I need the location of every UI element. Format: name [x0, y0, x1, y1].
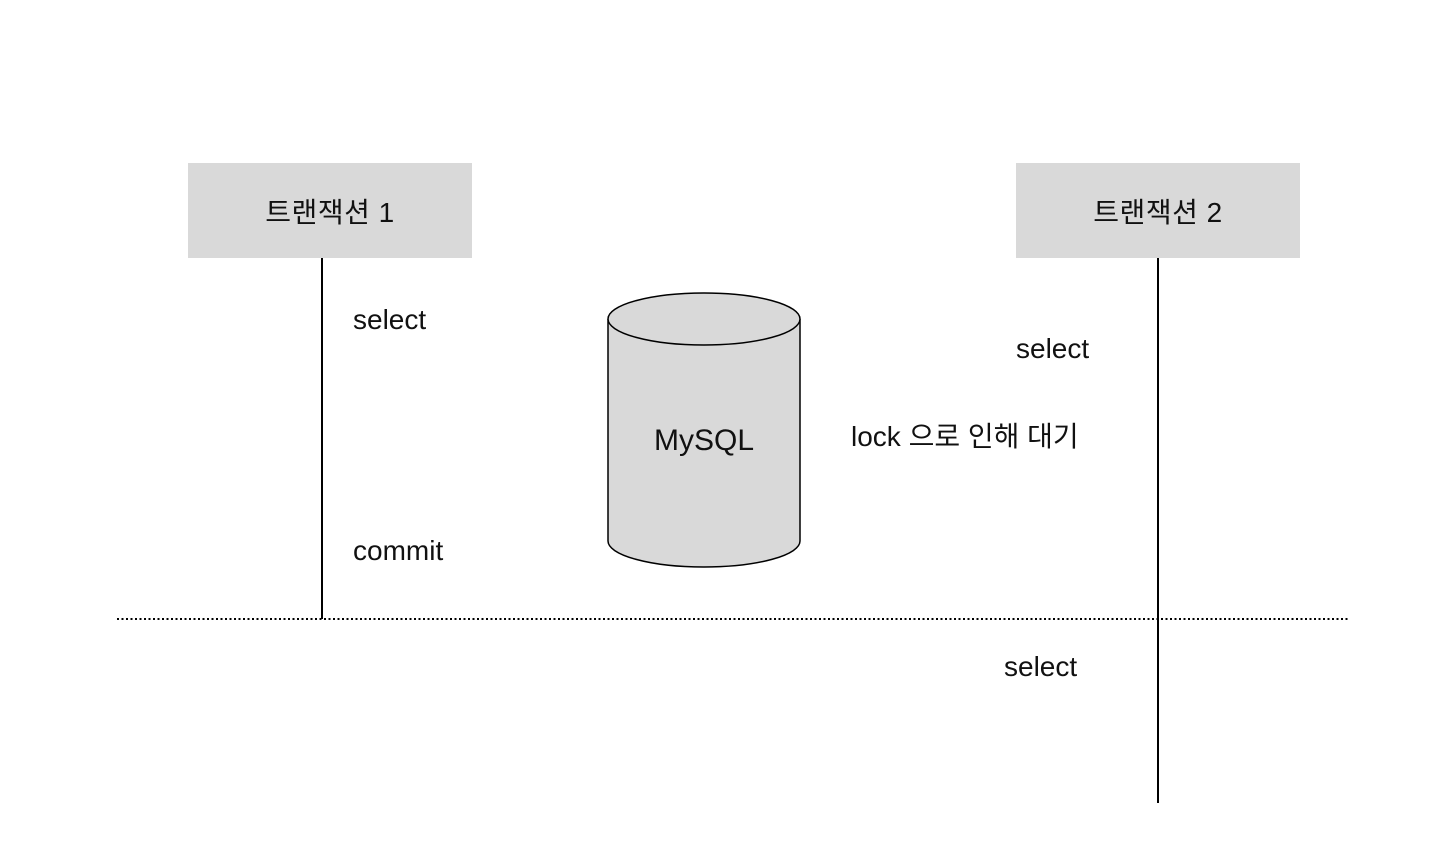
commit-boundary-dotted-line [117, 618, 1350, 620]
transaction2-lock-wait-note: lock 으로 인해 대기 [851, 421, 1079, 452]
transaction2-select-blocked-label: select [1016, 333, 1090, 364]
transaction2-select-resumed-label: select [1004, 651, 1078, 682]
transaction1-box: 트랜잭션 1 [188, 163, 472, 258]
transaction1-commit-label: commit [353, 535, 444, 566]
transaction2-box: 트랜잭션 2 [1016, 163, 1300, 258]
transaction2-lifeline [1157, 258, 1159, 803]
database-label: MySQL [653, 424, 755, 457]
transaction1-lifeline [321, 258, 323, 619]
transaction1-select-label: select [353, 304, 427, 335]
database-cylinder-icon [605, 291, 803, 569]
transaction1-title: 트랜잭션 1 [265, 196, 395, 228]
transaction2-title: 트랜잭션 2 [1093, 196, 1223, 228]
